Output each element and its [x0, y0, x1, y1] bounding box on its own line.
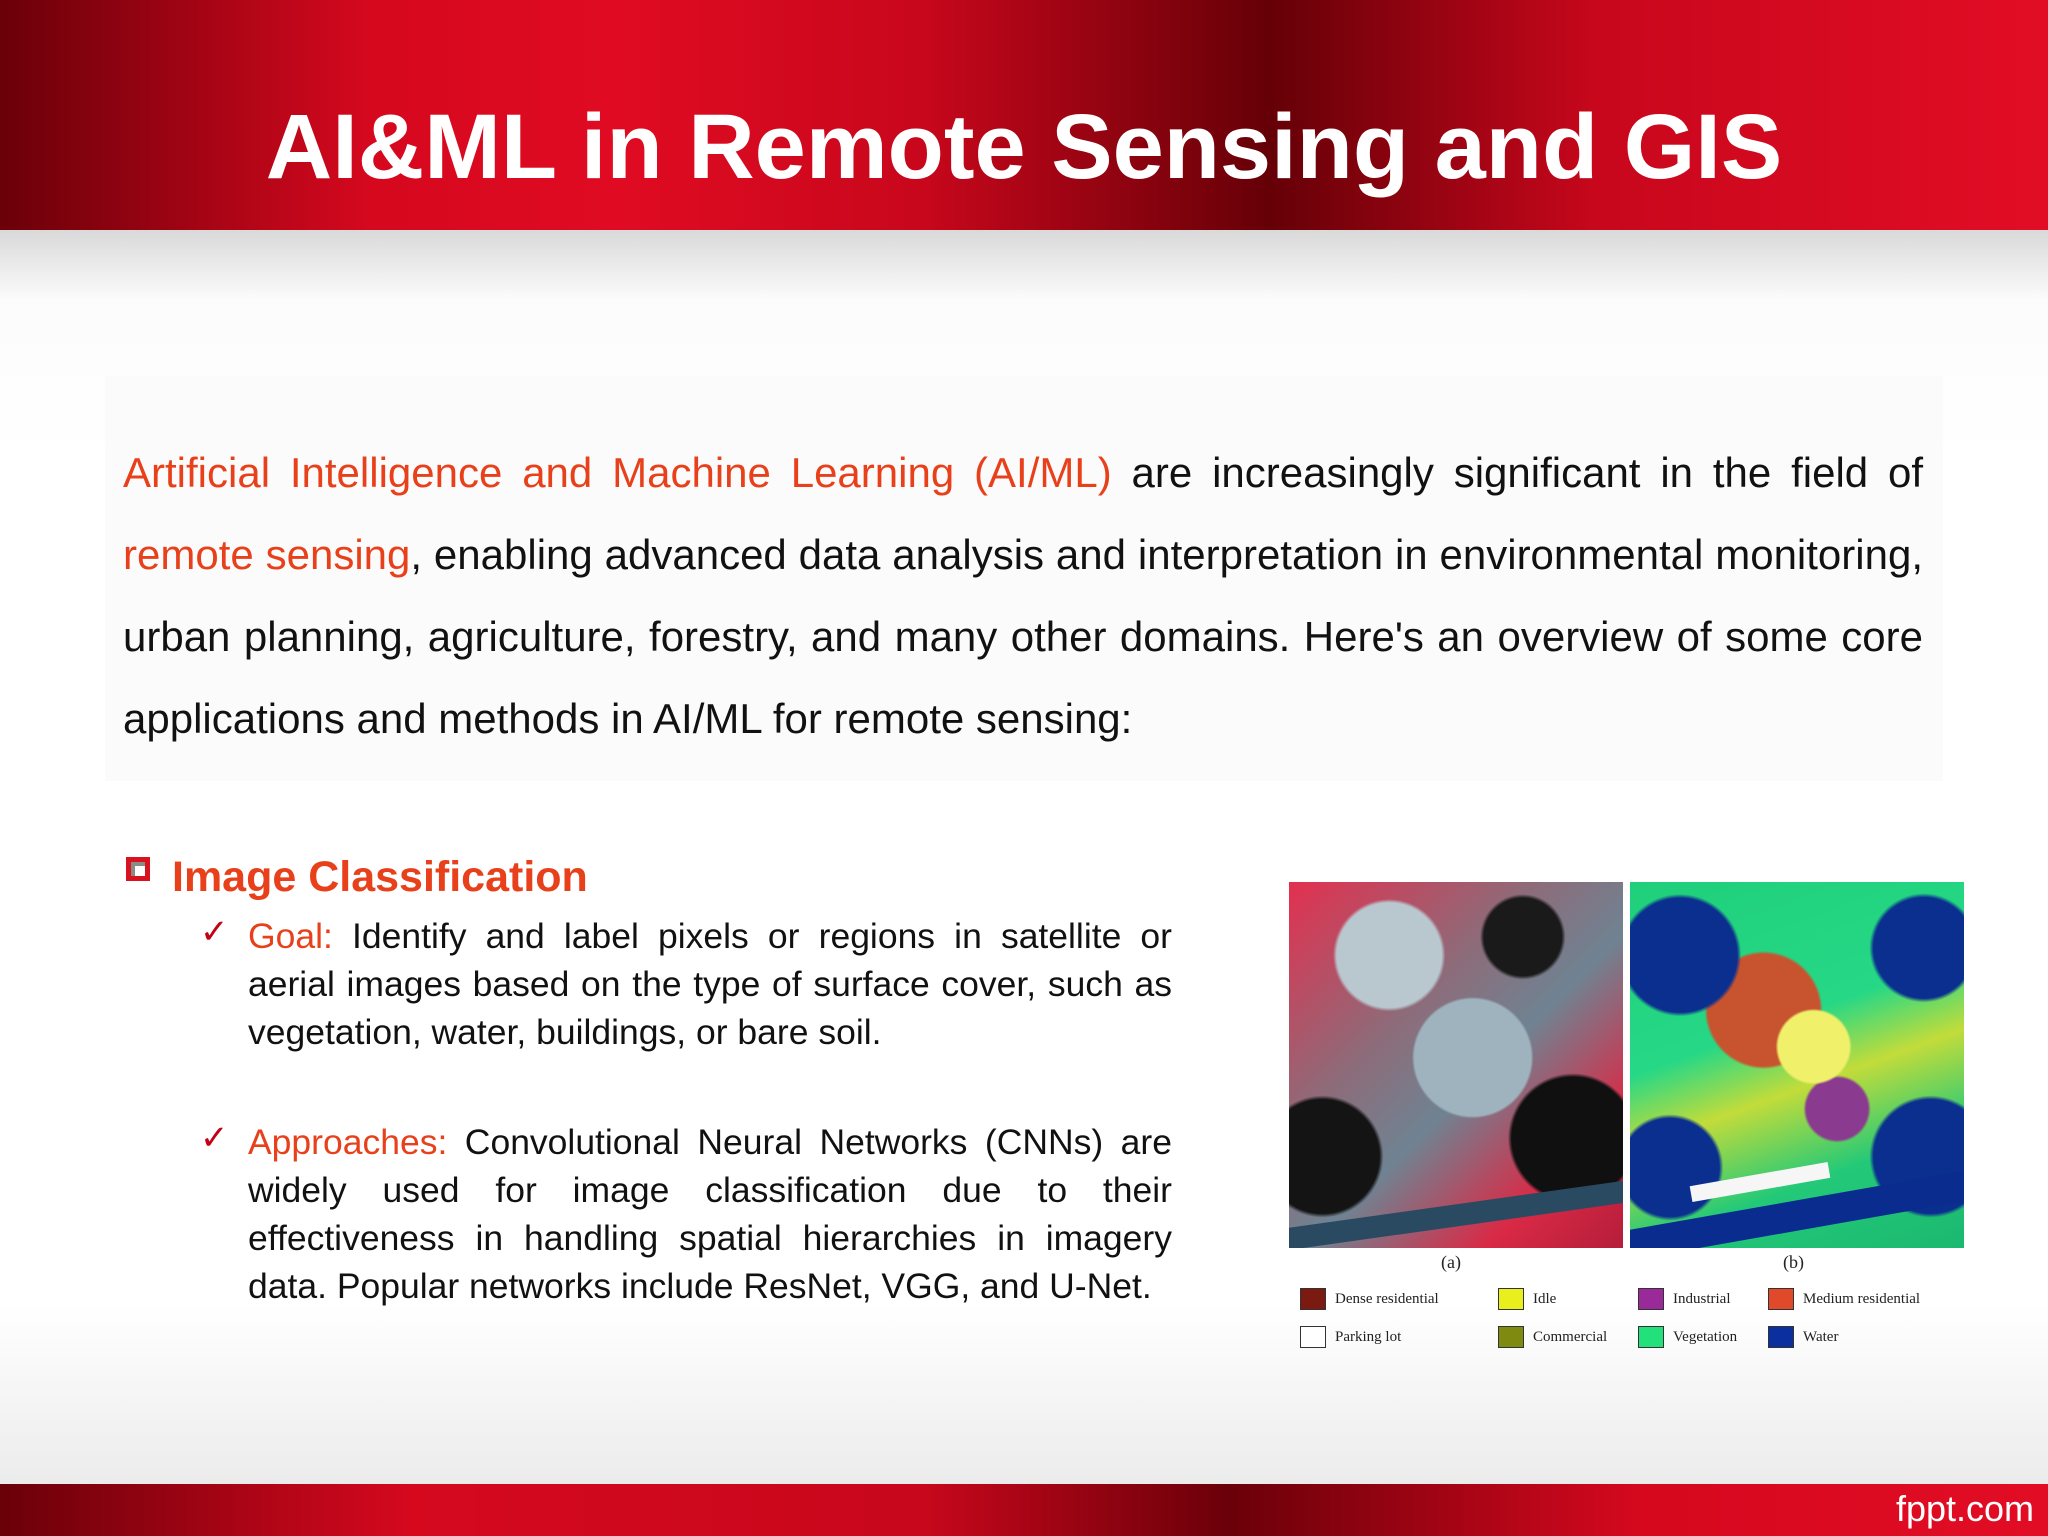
legend-swatch [1498, 1288, 1524, 1310]
caption-b: (b) [1783, 1252, 1804, 1272]
intro-paragraph: Artificial Intelligence and Machine Lear… [123, 432, 1923, 760]
legend-label: Dense residential [1335, 1290, 1439, 1307]
legend-item: Dense residential [1300, 1288, 1439, 1310]
intro-text-2: , enabling advanced data analysis and in… [123, 531, 1923, 742]
checkmark-icon: ✓ [200, 913, 229, 951]
intro-text-1: are increasingly significant in the fiel… [1111, 449, 1924, 496]
legend-item: Vegetation [1638, 1326, 1737, 1348]
bullet-goal: ✓ Goal: Identify and label pixels or reg… [200, 912, 1172, 1056]
legend-swatch [1768, 1326, 1794, 1348]
bullet-label: Approaches: [248, 1122, 448, 1162]
classification-figure: (a) (b) Dense residential Idle Industria… [1286, 876, 1966, 1356]
header-banner [0, 0, 2048, 230]
caption-a: (a) [1441, 1252, 1461, 1272]
legend-swatch [1768, 1288, 1794, 1310]
legend-item: Water [1768, 1326, 1838, 1348]
legend-item: Commercial [1498, 1326, 1607, 1348]
legend-label: Industrial [1673, 1290, 1731, 1307]
footer-brand: fppt.com [1895, 1488, 2034, 1529]
legend-label: Medium residential [1803, 1290, 1921, 1307]
bullet-label: Goal: [248, 916, 333, 956]
intro-panel [105, 376, 1943, 781]
legend-label: Idle [1533, 1290, 1557, 1307]
footer-bar [0, 1484, 2048, 1536]
intro-highlight-remote-sensing: remote sensing [123, 531, 411, 578]
legend-label: Parking lot [1335, 1328, 1402, 1345]
map-legend: Dense residential Idle Industrial Medium… [1286, 1280, 1966, 1360]
legend-item: Parking lot [1300, 1326, 1401, 1348]
legend-swatch [1638, 1326, 1664, 1348]
legend-swatch [1300, 1288, 1326, 1310]
bullet-text: Convolutional Neural Networks (CNNs) are… [248, 1122, 1172, 1306]
bullet-approaches: ✓ Approaches: Convolutional Neural Netwo… [200, 1118, 1172, 1310]
legend-label: Water [1803, 1328, 1839, 1345]
section-heading: Image Classification [126, 850, 588, 904]
header-shadow [0, 230, 2048, 300]
legend-label: Commercial [1533, 1328, 1608, 1345]
legend-swatch [1498, 1326, 1524, 1348]
checkmark-icon: ✓ [200, 1119, 229, 1157]
legend-swatch [1638, 1288, 1664, 1310]
bullet-text: Identify and label pixels or regions in … [248, 916, 1172, 1052]
legend-item: Medium residential [1768, 1288, 1920, 1310]
legend-item: Idle [1498, 1288, 1556, 1310]
legend-item: Industrial [1638, 1288, 1731, 1310]
slide-title: AI&ML in Remote Sensing and GIS [265, 96, 1783, 198]
checkbox-bullet-icon [126, 857, 150, 881]
satellite-image [1289, 882, 1623, 1248]
legend-label: Vegetation [1673, 1328, 1738, 1345]
intro-highlight-aiml: Artificial Intelligence and Machine Lear… [123, 449, 1112, 496]
section-title: Image Classification [172, 852, 588, 901]
classified-map-image [1630, 882, 1964, 1248]
legend-swatch [1300, 1326, 1326, 1348]
